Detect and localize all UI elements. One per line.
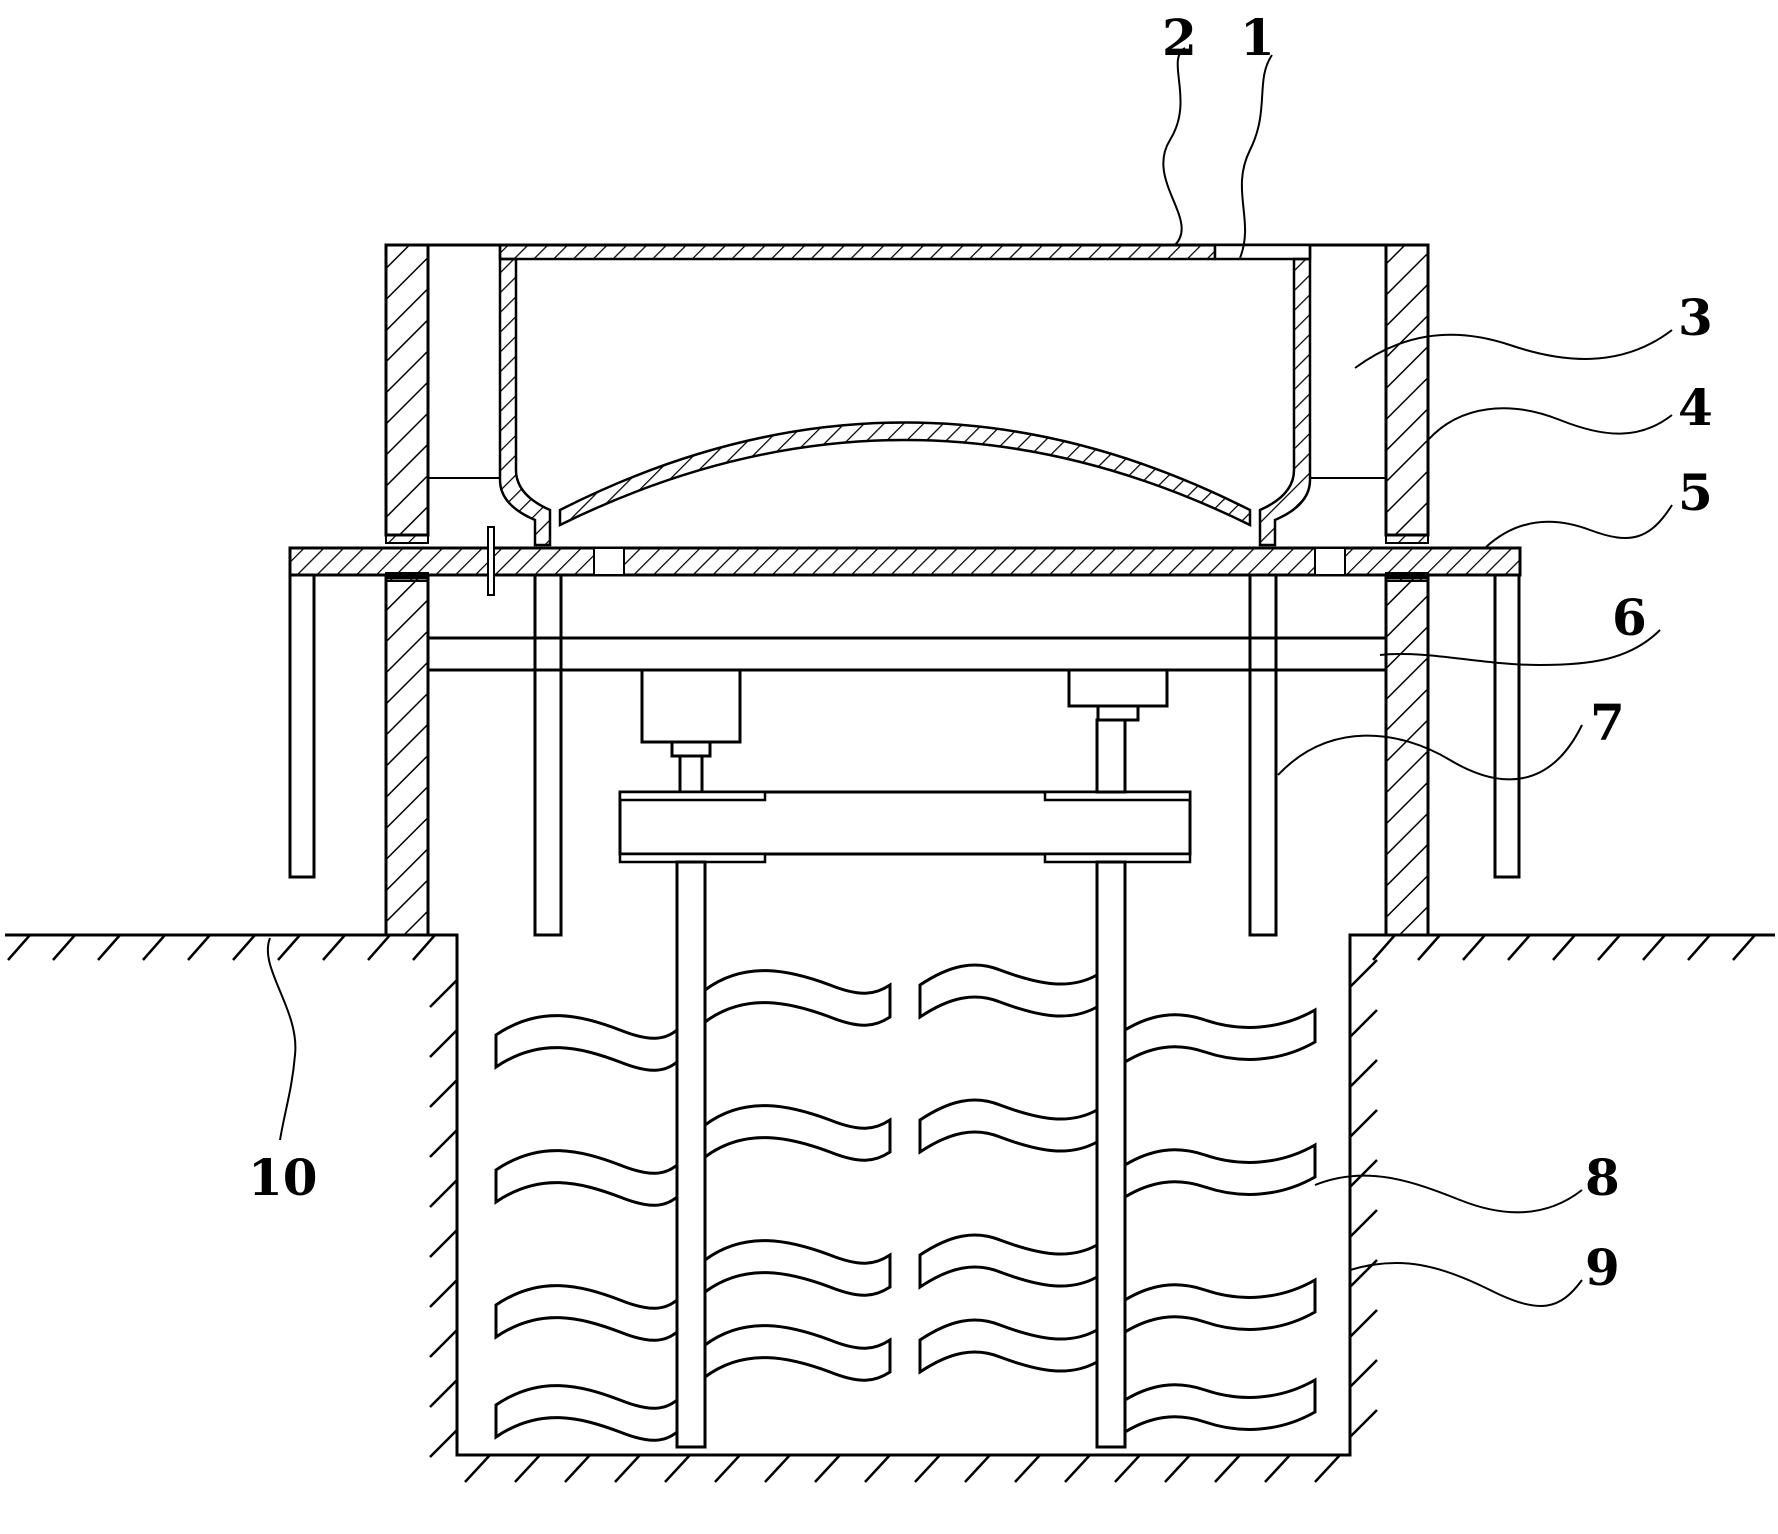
label-2: 2 (1162, 8, 1197, 67)
leader-lines (267, 47, 1673, 1307)
label-7: 7 (1590, 693, 1625, 752)
label-8: 8 (1585, 1148, 1620, 1207)
label-1: 1 (1240, 8, 1275, 67)
label-10: 10 (248, 1148, 318, 1207)
right-shaft (1095, 718, 1127, 1449)
label-3: 3 (1678, 288, 1713, 347)
label-5: 5 (1678, 463, 1713, 522)
ground-hatch (7, 934, 1756, 1483)
mixing-blades (494, 963, 1317, 1442)
support-legs (533, 573, 1278, 937)
label-9: 9 (1585, 1238, 1620, 1297)
label-6: 6 (1612, 588, 1647, 647)
plate (288, 526, 1522, 879)
crossbar (426, 636, 1388, 672)
labels: 2 1 3 4 5 6 7 8 9 10 (248, 8, 1713, 1297)
drive-assembly (618, 668, 1192, 864)
label-4: 4 (1678, 378, 1713, 437)
container (498, 243, 1312, 547)
outer-housing (384, 243, 1430, 937)
left-shaft (675, 860, 707, 1449)
